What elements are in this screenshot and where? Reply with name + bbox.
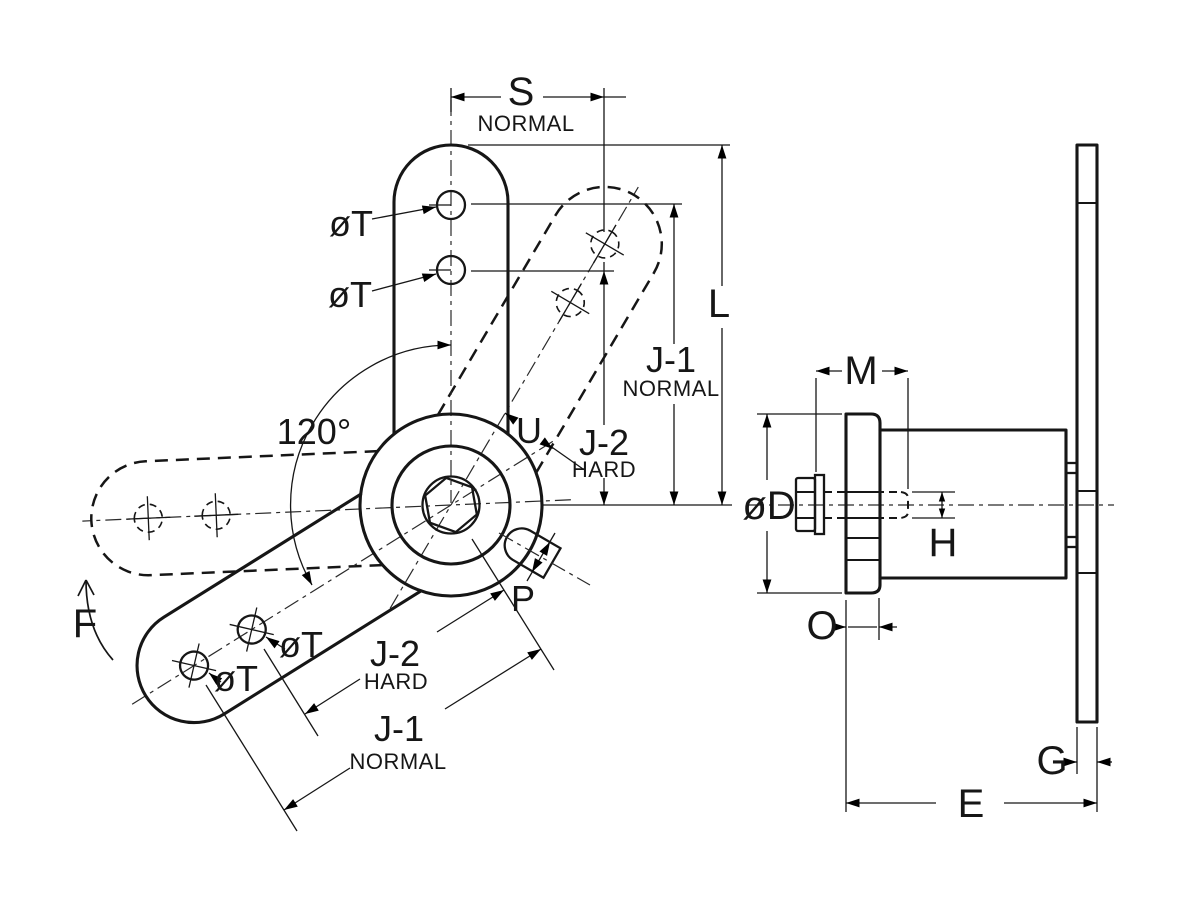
dim-p-label: P bbox=[511, 578, 535, 619]
dim-o: O bbox=[806, 598, 897, 648]
dim-j1-arm: J-1 NORMAL bbox=[205, 645, 544, 832]
dim-t4-label: øT bbox=[214, 658, 258, 699]
angle-label: 120° bbox=[277, 411, 351, 452]
arm-hole bbox=[236, 614, 267, 645]
dim-j2-arm-label: J-2 bbox=[370, 633, 420, 674]
dim-h: H bbox=[912, 491, 958, 565]
side-view: M øD H O bbox=[742, 143, 1114, 826]
flange bbox=[844, 412, 882, 595]
hub bbox=[358, 412, 544, 598]
boss bbox=[1064, 535, 1079, 549]
dim-j1-vertical: J-1 NORMAL bbox=[471, 203, 719, 505]
swing-arrow-f: F bbox=[73, 579, 114, 661]
dim-e-label: E bbox=[958, 782, 985, 826]
stop-pin bbox=[498, 527, 591, 586]
dim-p: P bbox=[511, 532, 556, 619]
upper-arm bbox=[392, 100, 510, 503]
dim-j1-arm-label: J-1 bbox=[374, 708, 424, 749]
dim-h-label: H bbox=[929, 521, 958, 565]
bolt bbox=[794, 473, 909, 536]
dim-j2-vertical: J-2 HARD bbox=[471, 262, 636, 505]
dim-g: G bbox=[1036, 727, 1112, 783]
dim-d: øD bbox=[742, 413, 842, 594]
lower-arm bbox=[130, 440, 554, 725]
hub-body bbox=[878, 428, 1068, 580]
dim-u: U bbox=[502, 409, 584, 470]
dim-u-label: U bbox=[516, 410, 542, 451]
dim-t1-label: øT bbox=[329, 203, 373, 244]
dim-s-qualifier: NORMAL bbox=[477, 111, 574, 136]
dim-t-lower: øT øT bbox=[206, 624, 323, 699]
dim-j2-arm: J-2 HARD bbox=[263, 538, 555, 737]
dim-j1-qualifier: NORMAL bbox=[622, 376, 719, 401]
dim-m: M bbox=[815, 349, 909, 489]
dim-d-label: øD bbox=[742, 484, 795, 528]
dim-e: E bbox=[845, 600, 1098, 826]
boss bbox=[1064, 461, 1079, 475]
dim-j2-arm-qualifier: HARD bbox=[364, 669, 428, 694]
front-view: S NORMAL L J-1 NORMAL bbox=[73, 70, 732, 832]
hex-bore bbox=[423, 476, 479, 534]
dim-t2-label: øT bbox=[328, 274, 372, 315]
dim-j1-arm-qualifier: NORMAL bbox=[349, 749, 446, 774]
dim-angle-120: 120° bbox=[277, 340, 452, 588]
dim-t3-label: øT bbox=[279, 624, 323, 665]
bolt-washer bbox=[813, 473, 826, 536]
dim-s: S NORMAL bbox=[450, 70, 626, 232]
dim-o-label: O bbox=[806, 604, 837, 648]
phantom-arm-left bbox=[82, 449, 571, 577]
arm-plate-edge bbox=[1075, 143, 1099, 724]
hub-side bbox=[844, 412, 1079, 595]
dim-s-label: S bbox=[508, 70, 535, 114]
dim-j2-qualifier: HARD bbox=[572, 457, 636, 482]
phantom-arm-upper bbox=[389, 185, 664, 609]
dim-g-label: G bbox=[1036, 739, 1067, 783]
dim-l-label: L bbox=[708, 282, 730, 326]
dim-l: L bbox=[468, 144, 732, 506]
dim-j1-label: J-1 bbox=[646, 339, 696, 380]
arm-hole bbox=[178, 650, 210, 681]
dim-t-upper: øT øT bbox=[328, 202, 438, 315]
dim-j2-label: J-2 bbox=[579, 422, 629, 463]
swing-f-label: F bbox=[73, 602, 97, 646]
dim-m-label: M bbox=[844, 349, 877, 393]
